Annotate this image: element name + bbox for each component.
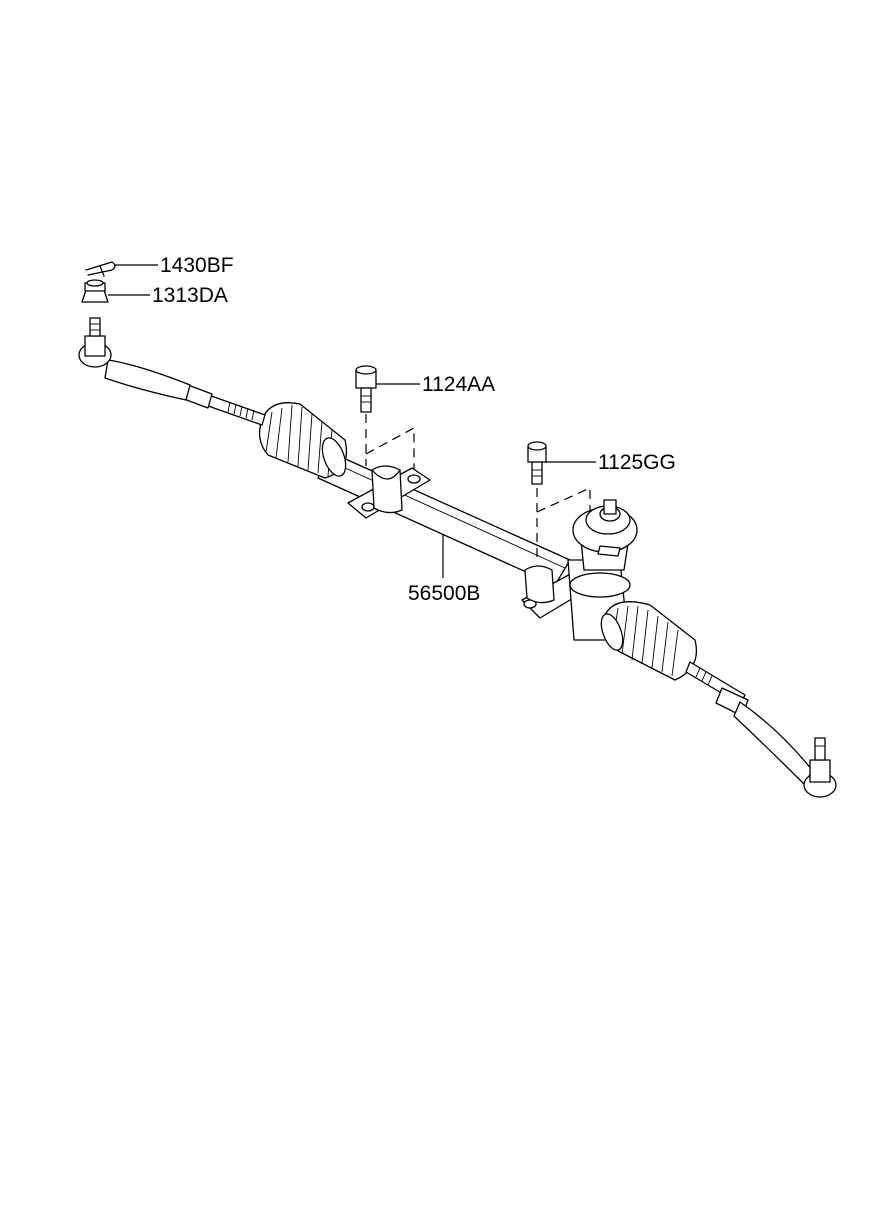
bolt-right: 1125GG: [527, 441, 676, 560]
castle-nut-icon: [81, 279, 109, 303]
part-label-cotter-pin: 1430BF: [160, 254, 234, 277]
castle-nut: 1313DA: [81, 279, 228, 307]
right-tie-rod-end: [733, 701, 837, 798]
cotter-pin-icon: [85, 261, 116, 277]
bolt-icon: [527, 441, 547, 485]
right-bellows-boot: [600, 601, 698, 681]
bolt-icon: [355, 365, 377, 413]
left-bellows-boot: [258, 402, 348, 479]
gear-assembly: 56500B: [408, 535, 480, 605]
part-label-gear-assembly: 56500B: [408, 582, 480, 605]
left-tie-rod-end: [78, 317, 191, 401]
cotter-pin: 1430BF: [85, 254, 234, 277]
pinion-valve-housing: [567, 499, 638, 641]
right-inner-tie-rod: [685, 661, 749, 717]
bolt-left: 1124AA: [355, 365, 495, 470]
left-inner-tie-rod: [183, 384, 266, 426]
part-label-bolt-left: 1124AA: [422, 373, 495, 396]
part-label-castle-nut: 1313DA: [152, 284, 228, 307]
left-mount-clamp: [347, 465, 431, 519]
part-label-bolt-right: 1125GG: [598, 451, 676, 474]
